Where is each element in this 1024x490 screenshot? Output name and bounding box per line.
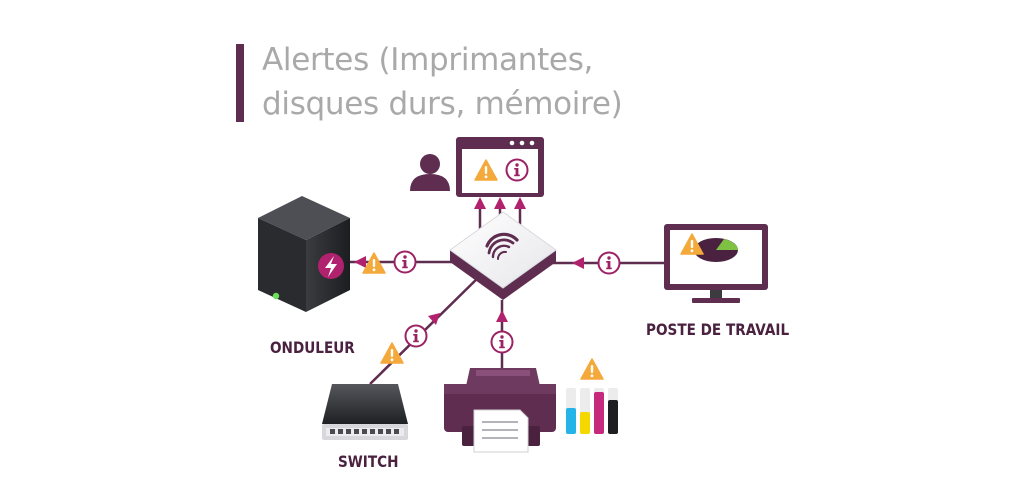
title-accent-bar	[236, 44, 244, 122]
dashboard-window	[456, 137, 544, 197]
title-line-1: Alertes (Imprimantes,	[262, 42, 594, 78]
printer-info-icon	[490, 330, 514, 354]
switch-warning-icon	[380, 342, 404, 364]
switch-device	[322, 384, 408, 440]
label-workstation: POSTE DE TRAVAIL	[646, 320, 790, 339]
ink-warning-icon	[580, 358, 604, 380]
title-line-2: disques durs, mémoire)	[262, 86, 623, 122]
arrow-heads	[354, 197, 584, 325]
dashboard-info-icon	[505, 158, 529, 182]
label-ups: ONDULEUR	[270, 338, 355, 357]
arrow-to-dashboard-1	[474, 197, 486, 209]
arrow-switch-to-hub	[428, 313, 440, 325]
arrow-ups-to-hub	[354, 256, 366, 268]
arrow-printer-to-hub	[496, 310, 508, 322]
arrow-to-dashboard-3	[514, 197, 526, 209]
pie-chart-icon	[694, 238, 738, 262]
hub-logo-icon	[485, 232, 519, 260]
link-switch	[369, 269, 487, 385]
printer-device	[444, 330, 556, 453]
lightning-icon	[318, 253, 344, 279]
ink-cartridges	[566, 358, 618, 434]
page-title: Alertes (Imprimantes, disques durs, mémo…	[262, 38, 623, 126]
arrow-to-dashboard-2	[494, 197, 506, 209]
workstation-info-icon	[597, 251, 621, 275]
switch-info-icon	[404, 324, 428, 348]
workstation-monitor	[664, 224, 768, 303]
user-icon	[410, 154, 450, 191]
ups-info-icon	[393, 250, 417, 274]
arrow-ws-to-hub	[572, 257, 584, 269]
power-led-icon	[272, 292, 280, 300]
central-hub	[449, 211, 557, 300]
label-switch: SWITCH	[338, 452, 399, 471]
ups-device	[258, 196, 350, 312]
switch-ports	[330, 429, 399, 434]
